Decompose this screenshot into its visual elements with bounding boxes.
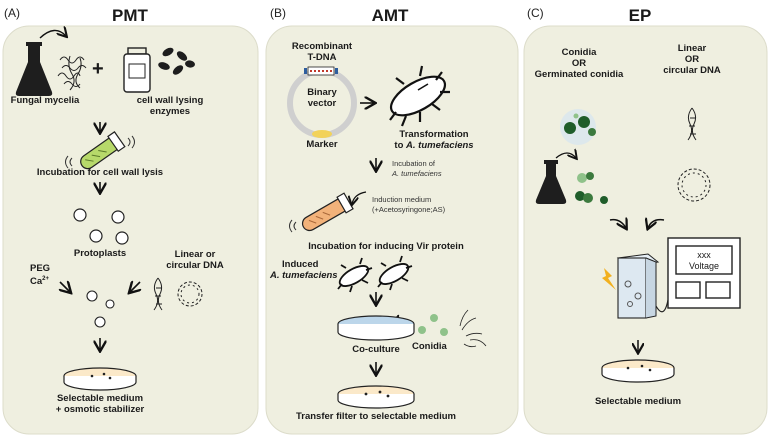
selectable-dish-icon — [601, 359, 675, 383]
ep-conidia-label-line3: Germinated conidia — [534, 69, 624, 80]
transformation-label-line2: to A. tumefaciens — [394, 140, 474, 151]
cable-icon — [655, 299, 669, 313]
fungal-mycelia-label: Fungal mycelia — [10, 95, 80, 106]
panel-letter-c: (C) — [527, 6, 544, 20]
panel-letter-a: (A) — [4, 6, 20, 20]
pmt-medium-label-line1: Selectable medium — [56, 393, 144, 404]
shake-lines-icon — [289, 219, 297, 233]
coculture-dish-icon — [337, 315, 415, 341]
panel-title-ep: EP — [628, 6, 652, 25]
transfer-label: Transfer filter to selectable medium — [296, 411, 456, 422]
curved-arrow-icon — [39, 30, 66, 38]
panel-title-pmt: PMT — [112, 6, 148, 25]
incubation-of-label: Incubation of — [392, 159, 435, 168]
induced-bacteria-icon — [337, 255, 413, 293]
panel-letter-b: (B) — [270, 6, 286, 20]
panel-amt-background — [265, 25, 519, 435]
display-xxx: xxx — [697, 250, 711, 260]
ep-conidia-label-line1: Conidia — [561, 47, 597, 58]
plus-sign: + — [92, 58, 104, 80]
conidia-label: Conidia — [412, 341, 447, 352]
induced-label: Induced — [282, 259, 319, 270]
recombinant-label: Recombinant — [291, 41, 353, 52]
binary-vector-label-line1: Binary — [307, 87, 337, 98]
pmt-medium-label-line2: + osmotic stabilizer — [55, 404, 145, 415]
linear-dna-label-line2: circular DNA — [166, 260, 224, 271]
protoplasts-small-icon — [86, 290, 115, 328]
ca-superscript: 2+ — [42, 276, 49, 282]
binary-vector-icon — [287, 66, 357, 138]
enzyme-bottle-icon — [123, 47, 151, 93]
induction-curved-arrow — [352, 191, 367, 204]
ep-conidia-label-line2: OR — [571, 58, 587, 69]
flask-icon — [15, 42, 53, 96]
cuvette-icon — [616, 253, 660, 319]
transformation-label-line1: Transformation — [399, 129, 469, 140]
ca-label: Ca2+ — [30, 276, 49, 288]
linear-dna-icon — [153, 277, 163, 311]
marker-label: Marker — [306, 139, 338, 150]
agrobacterium-icon — [389, 65, 450, 127]
enzymes-label-line2: enzymes — [149, 106, 191, 117]
lightning-icon — [602, 268, 616, 290]
conidia-dots-icon — [418, 314, 448, 336]
protoplasts-icon — [73, 208, 129, 245]
incubation-lysis-label: Incubation for cell wall lysis — [36, 167, 164, 178]
ep-linear-label-line2: OR — [684, 54, 700, 65]
shake-lines-icon — [65, 135, 135, 169]
protoplasts-label: Protoplasts — [73, 248, 127, 259]
induced-species-label: A. tumefaciens — [270, 270, 338, 281]
display-voltage: Voltage — [688, 261, 720, 271]
lysis-tube-icon — [80, 131, 126, 170]
transformation-species: A. tumefaciens — [406, 140, 474, 151]
induction-tube-icon — [301, 192, 354, 232]
binary-vector-label-line2: vector — [307, 98, 337, 109]
circular-dna-icon — [177, 281, 203, 307]
enzymes-label-line1: cell wall lysing — [136, 95, 204, 106]
panel-title-amt: AMT — [371, 6, 409, 25]
mycelia-icon — [57, 55, 87, 91]
ep-medium-label: Selectable medium — [594, 396, 682, 407]
germinated-conidia-icon — [575, 172, 608, 204]
selectable-dish-icon — [63, 367, 137, 391]
incubation-vir-label: Incubation for inducing Vir protein — [308, 241, 464, 252]
induction-medium-label: Induction medium — [372, 195, 432, 204]
pills-icon — [158, 47, 195, 75]
linear-dna-icon — [687, 107, 697, 141]
curved-arrow-icon — [555, 153, 576, 158]
coculture-label: Co-culture — [352, 344, 400, 355]
electroporator-icon — [667, 237, 741, 309]
conidia-cluster-icon — [560, 109, 596, 145]
ep-linear-label-line1: Linear — [677, 43, 707, 54]
flask-icon — [535, 160, 567, 204]
circular-dna-icon — [677, 168, 711, 202]
tdna-label: T-DNA — [307, 52, 337, 63]
ep-arrows — [609, 220, 665, 352]
peg-label: PEG — [30, 263, 51, 274]
ep-linear-label-line3: circular DNA — [663, 65, 721, 76]
linear-dna-label-line1: Linear or — [174, 249, 216, 260]
pmt-step-arrows — [60, 122, 140, 350]
incubation-of-species: A. tumefaciens — [392, 169, 442, 178]
hyphae-icon — [459, 309, 487, 348]
induction-as-label: (+Acetosyringone;AS) — [372, 205, 446, 214]
transfer-dish-icon — [337, 385, 415, 409]
panel-pmt-background — [2, 25, 259, 435]
